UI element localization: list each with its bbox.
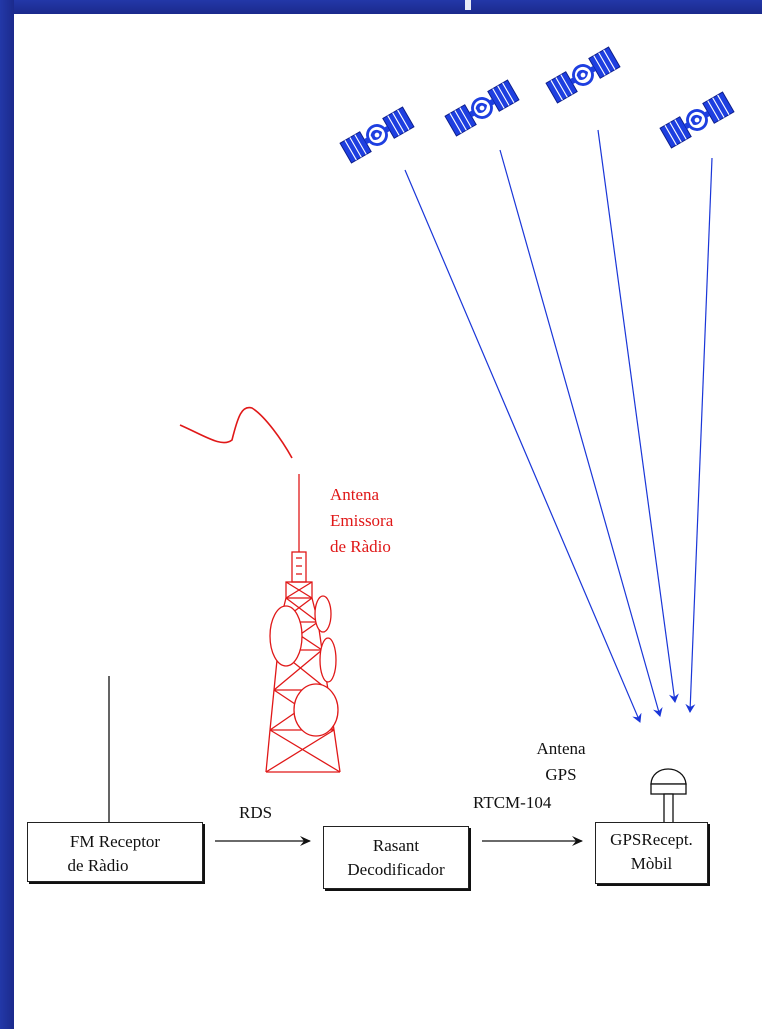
radio-wave xyxy=(179,406,293,459)
satellite-signal-line xyxy=(685,157,713,713)
satellite-signal-line xyxy=(499,149,663,717)
satellite-icon xyxy=(443,78,521,138)
slide-frame-notch xyxy=(465,0,471,10)
decoder-label-line1: Rasant xyxy=(372,836,420,855)
rtcm-label: RTCM-104 xyxy=(473,793,552,812)
radio-antenna-label-line3: de Ràdio xyxy=(330,537,391,556)
diagram-canvas: Antena Emissora de Ràdio Antena GPS RDS … xyxy=(14,14,762,1029)
gps-antenna-label-line2: GPS xyxy=(545,765,577,784)
fm-receiver-box: FM Receptor de Ràdio xyxy=(27,822,203,882)
radio-tower-icon xyxy=(265,474,341,773)
satellite-signal-line xyxy=(597,129,679,703)
slide-frame-left xyxy=(0,0,14,1029)
gps-antenna-label-line1: Antena xyxy=(536,739,586,758)
fm-receiver-label-line1: FM Receptor xyxy=(69,832,161,851)
satellite-icon xyxy=(658,90,736,150)
satellite-icon xyxy=(544,45,622,105)
gps-receiver-box: GPSRecept. Mòbil xyxy=(595,822,708,884)
slide-frame-top xyxy=(0,0,762,14)
fm-receiver-label-line2: de Ràdio xyxy=(67,856,129,875)
satellite-icon xyxy=(338,105,416,165)
decoder-box: Rasant Decodificador xyxy=(323,826,469,889)
satellite-signal-line xyxy=(404,169,642,723)
gps-receiver-label-line1: GPSRecept. xyxy=(610,830,693,849)
decoder-label-line2: Decodificador xyxy=(347,860,445,879)
rds-label: RDS xyxy=(239,803,273,822)
radio-antenna-label-line2: Emissora xyxy=(330,511,394,530)
gps-receiver-label-line2: Mòbil xyxy=(630,854,673,873)
radio-antenna-label-line1: Antena xyxy=(330,485,380,504)
